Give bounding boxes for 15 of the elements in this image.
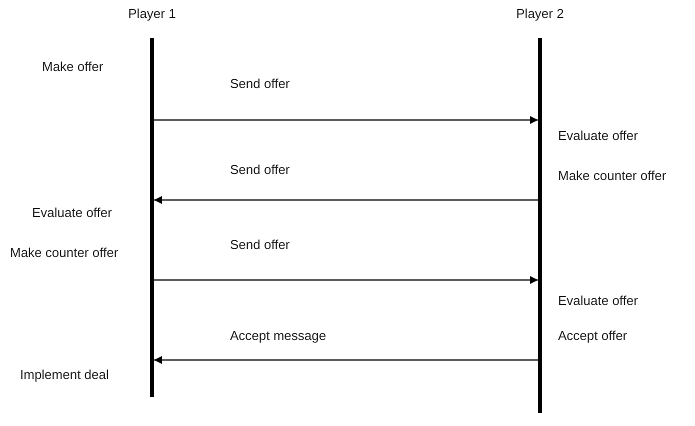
action-note: Accept offer <box>558 328 628 344</box>
arrow <box>154 276 538 284</box>
arrow <box>154 196 538 204</box>
action-note: Make counter offer <box>10 245 118 261</box>
action-note: Make offer <box>42 59 104 75</box>
participant-label: Player 2 <box>516 6 564 22</box>
action-note: Evaluate offer <box>32 205 112 221</box>
arrow <box>154 356 538 364</box>
action-note: Implement deal <box>20 367 109 383</box>
edge-label: Accept message <box>230 328 326 344</box>
action-note: Make counter offer <box>558 168 666 184</box>
action-note: Evaluate offer <box>558 293 638 309</box>
action-note: Evaluate offer <box>558 128 638 144</box>
participant-label: Player 1 <box>128 6 176 22</box>
arrow <box>154 116 538 124</box>
